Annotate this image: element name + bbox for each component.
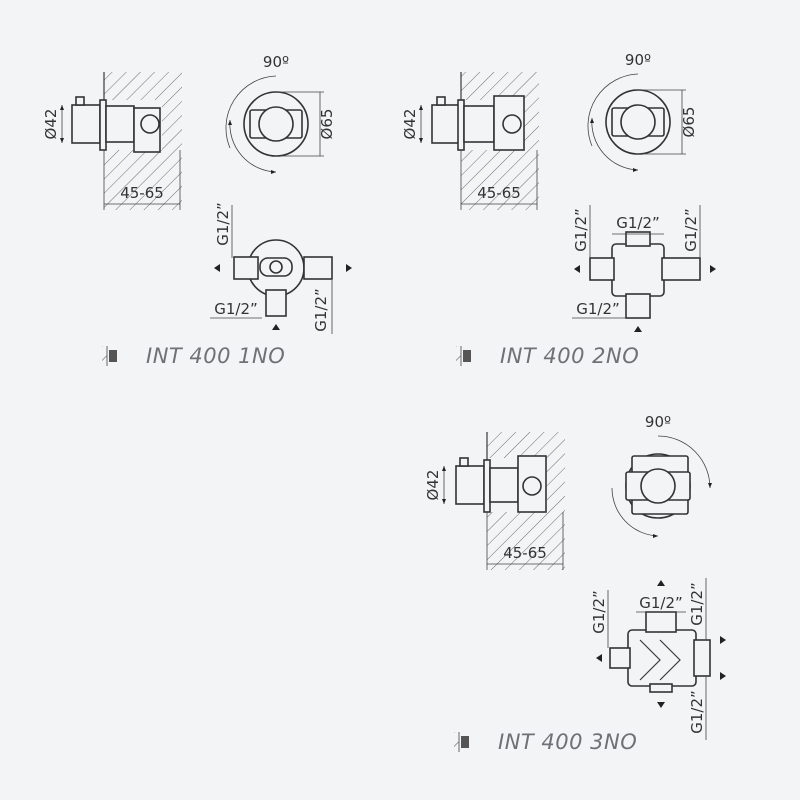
model-1no-top-view: G1/2” G1/2” G1/2” [210,202,352,334]
dim-depth-3: 45-65 [503,544,547,562]
dim-thread-2d: G1/2” [576,300,620,318]
model-1no-front-view: 90º Ø65 [225,53,336,174]
dim-thread-3c: G1/2” [688,582,706,626]
product-code-2: INT 400 2NO [500,344,640,368]
dim-angle-2: 90º [625,51,651,69]
dim-thread-3d: G1/2” [688,690,706,734]
dim-diameter-42-1: Ø42 [42,109,60,140]
model-3no-side-view: Ø42 45-65 [424,432,565,570]
dim-thread-2a: G1/2” [616,214,660,232]
dim-thread-2b: G1/2” [572,208,590,252]
dim-depth-1: 45-65 [120,184,164,202]
product-code-3: INT 400 3NO [498,730,638,754]
dim-thread-1a: G1/2” [214,202,232,246]
dim-diameter-65-1: Ø65 [318,109,336,140]
dim-thread-1b: G1/2” [214,300,258,318]
model-2no-side-view: Ø42 45-65 [401,72,539,210]
dim-angle-3: 90º [645,413,671,431]
dim-depth-2: 45-65 [477,184,521,202]
wall-hatch-icon-2 [456,346,471,366]
dim-diameter-42-2: Ø42 [401,109,419,140]
dim-angle-1: 90º [263,53,289,71]
dim-thread-3b: G1/2” [590,590,608,634]
model-2no-top-view: G1/2” G1/2” G1/2” G1/2” [572,205,716,332]
wall-hatch-icon-3 [454,732,469,752]
dim-thread-2c: G1/2” [682,208,700,252]
dim-diameter-42-3: Ø42 [424,470,442,501]
dim-thread-3a: G1/2” [639,594,683,612]
model-2no-front-view: 90º Ø65 [587,51,698,172]
model-3no-top-view: G1/2” G1/2” G1/2” G1/2” [590,578,726,740]
model-1no-side-view: Ø42 45-65 [42,72,182,210]
model-3no-front-view: 90º [611,413,712,538]
product-code-1: INT 400 1NO [146,344,286,368]
dim-thread-1c: G1/2” [312,288,330,332]
dim-diameter-65-2: Ø65 [680,107,698,138]
wall-hatch-icon-1 [102,346,117,366]
